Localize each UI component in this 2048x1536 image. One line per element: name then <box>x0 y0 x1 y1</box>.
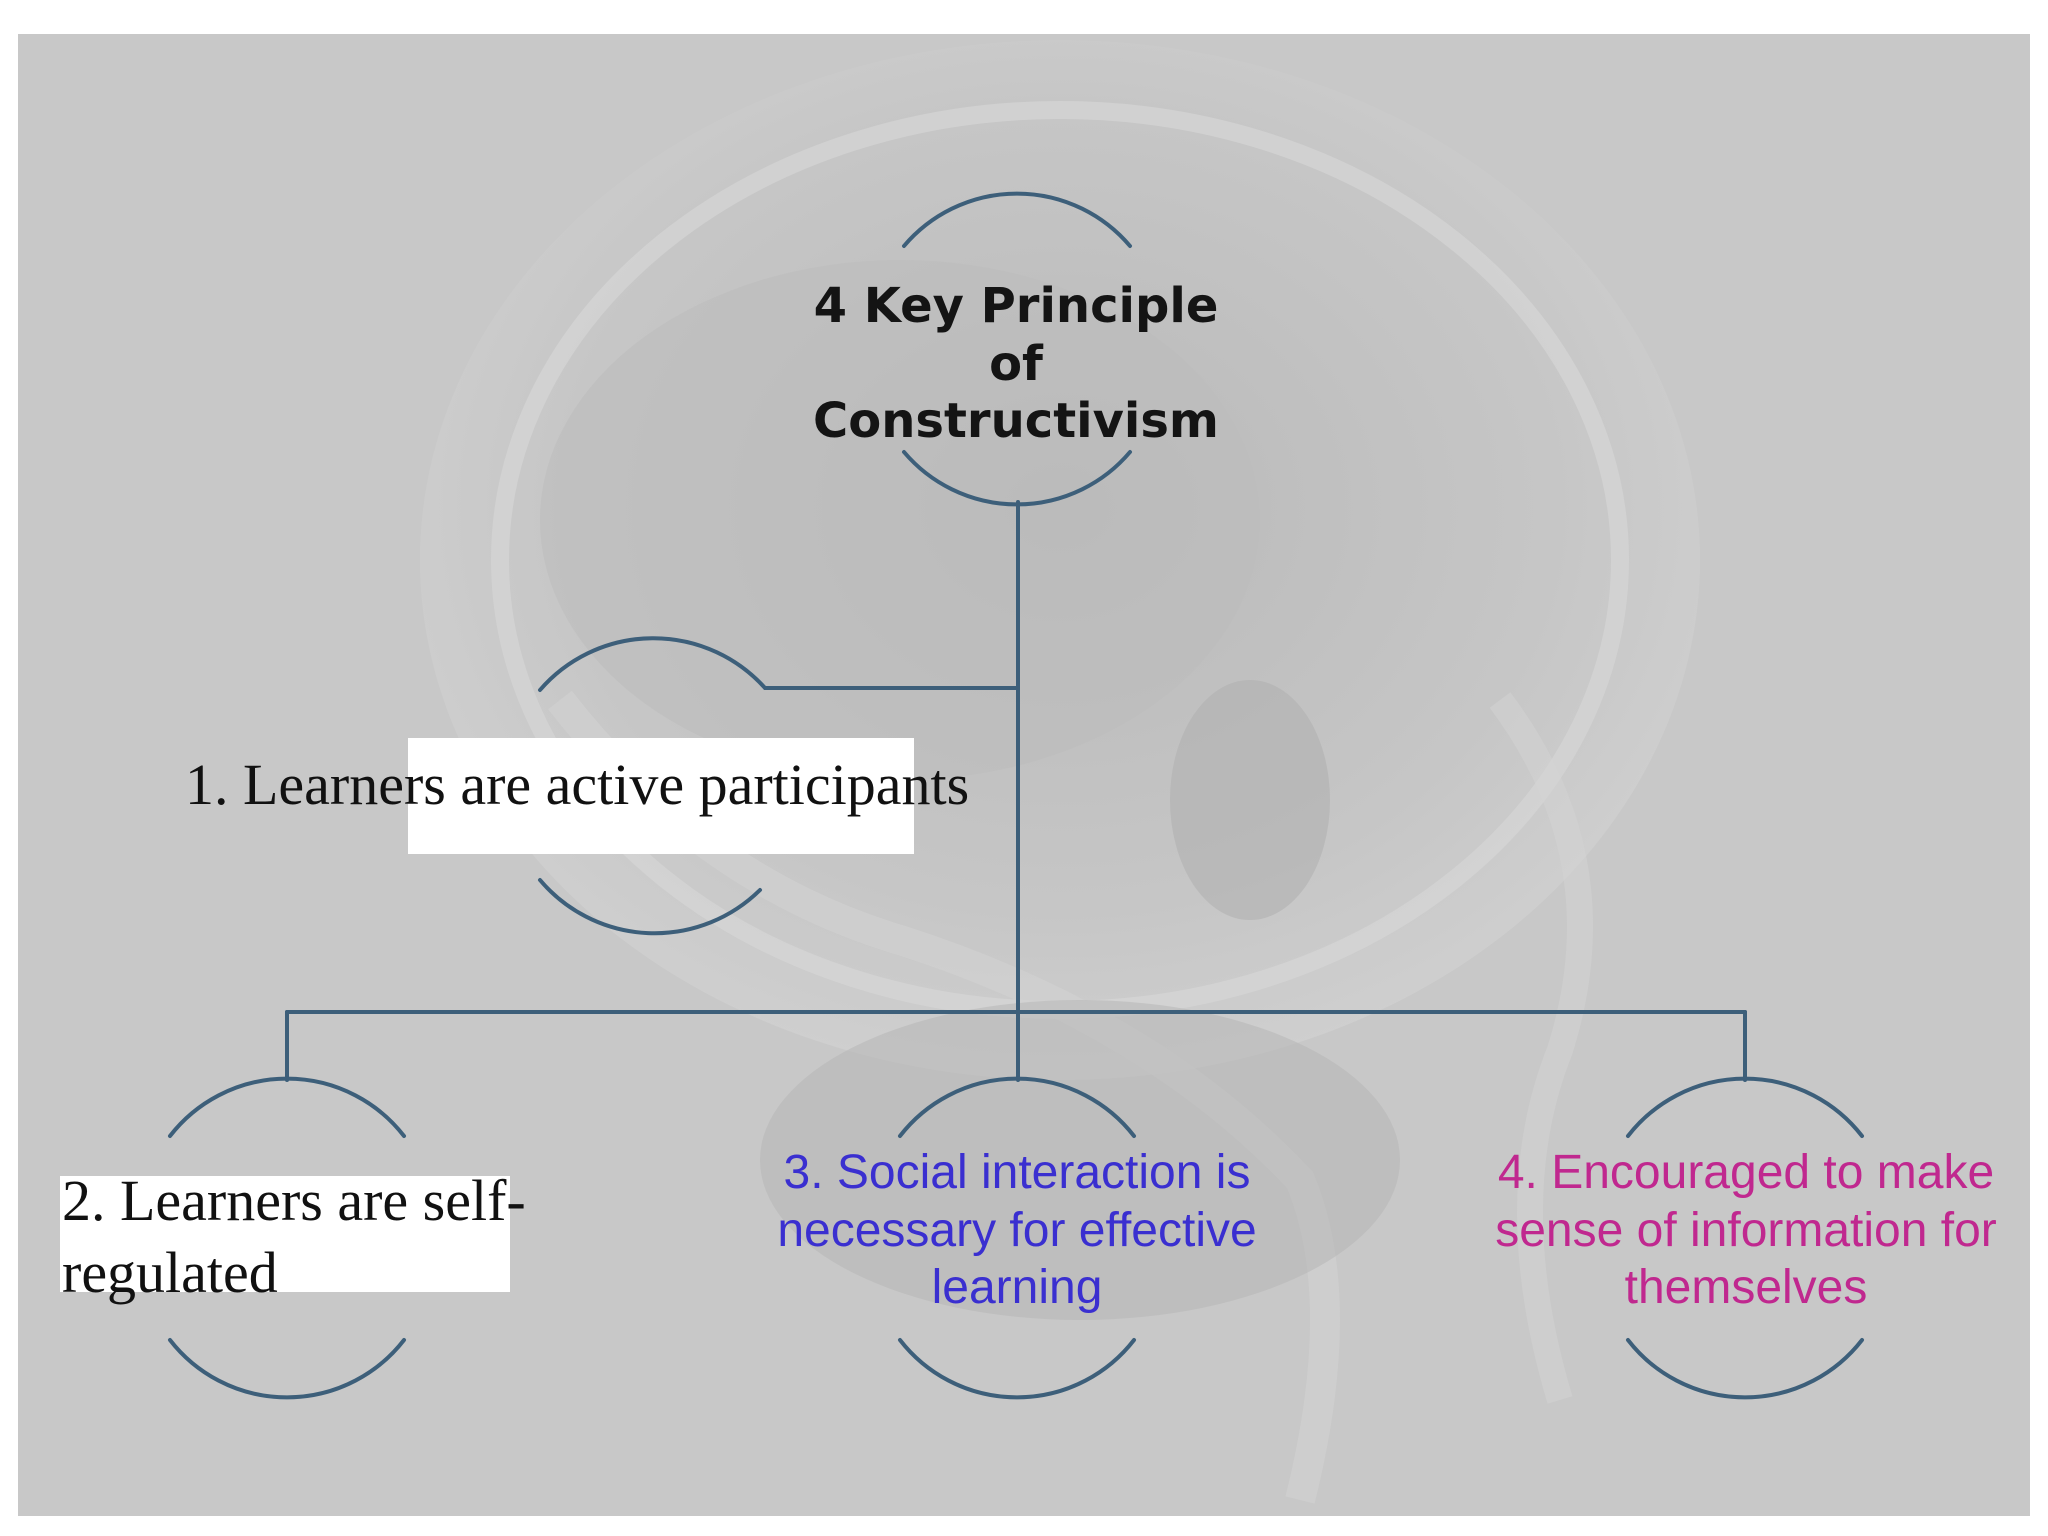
principle-1-highlight <box>408 738 914 854</box>
principle-1-top-arc <box>538 636 1020 692</box>
principle-4-top-arc <box>1626 1076 1864 1138</box>
principle-2-highlight <box>60 1176 510 1292</box>
title-circle-top-arc <box>902 191 1132 248</box>
principle-1-text: 1. Learners are active participants <box>185 752 970 817</box>
principle-2-text-line-2: regulated <box>62 1240 278 1305</box>
principle-1-bottom-arc <box>538 878 762 936</box>
principle-2-bottom-arc <box>168 1338 406 1400</box>
connectors <box>168 191 1864 1400</box>
principle-4-bottom-arc <box>1626 1338 1864 1400</box>
principle-4-text: 4. Encouraged to make sense of informati… <box>1495 1146 1997 1315</box>
principle-2-top-arc <box>168 1076 406 1138</box>
principle-2-text-line-1: 2. Learners are self- <box>62 1168 526 1233</box>
principle-3-top-arc <box>898 1076 1136 1138</box>
principle-3-text: 3. Social interaction is necessary for e… <box>777 1146 1257 1315</box>
diagram-title: 4 Key Principle of Constructivism <box>813 278 1219 450</box>
principle-3-bottom-arc <box>898 1338 1136 1400</box>
